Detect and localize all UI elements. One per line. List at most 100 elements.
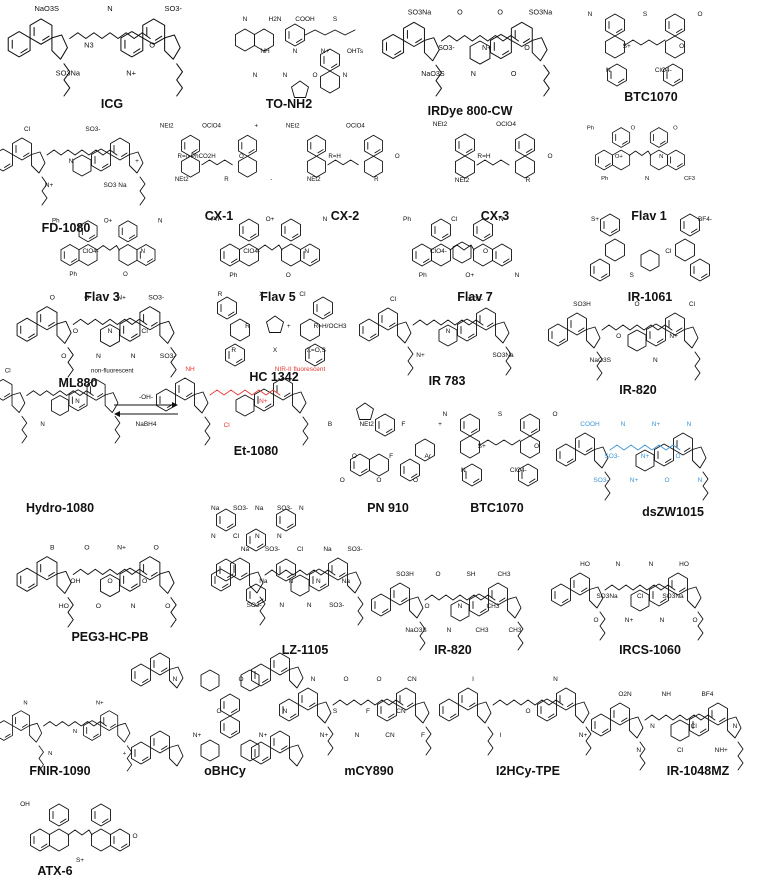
compound-label: FD-1080 — [42, 221, 91, 235]
atom-label: O — [673, 125, 678, 131]
atom-label: N+ — [416, 352, 425, 359]
atom-label: O — [238, 676, 243, 683]
atom-label: N+ — [482, 44, 491, 52]
atom-label: SO3Na — [492, 352, 514, 359]
compound-label: IRDye 800-CW — [428, 104, 513, 118]
atom-label: N — [96, 353, 101, 360]
atom-label: SO3- — [148, 294, 164, 301]
atom-label: SO3- — [165, 4, 183, 13]
atom-label: SO3- — [265, 546, 280, 553]
atom-label: Cl — [224, 422, 231, 429]
atom-label: ClO4- — [510, 467, 527, 474]
atom-label: N — [515, 272, 520, 279]
atom-label: NEt2 — [433, 121, 448, 128]
atom-label: N+ — [641, 453, 650, 460]
atom-label: O — [534, 443, 539, 450]
atom-label: O — [73, 328, 78, 335]
atom-label: N — [304, 248, 309, 255]
atom-label: ClO4- — [243, 248, 260, 255]
compound-label: oBHCy — [204, 764, 246, 778]
atom-label: - — [270, 176, 272, 183]
atom-label: NEt2 — [175, 176, 189, 183]
atom-label: O — [435, 571, 440, 578]
atom-label: Ph — [403, 216, 411, 223]
atom-label: N — [23, 700, 27, 706]
atom-label: O — [395, 153, 400, 160]
atom-label: R=H — [328, 153, 341, 160]
atom-label: S+ — [591, 216, 599, 223]
atom-label: I — [500, 732, 502, 739]
atom-label: NaO3S — [590, 357, 612, 364]
atom-label: ClO4- — [430, 248, 447, 255]
compound-label: dsZW1015 — [642, 505, 704, 519]
atom-label: N — [698, 477, 703, 484]
atom-label: NaO3S — [35, 4, 60, 13]
atom-label: O — [552, 411, 557, 418]
compound-label: Et-1080 — [234, 444, 279, 458]
atom-label: + — [255, 123, 259, 130]
atom-label: + — [123, 751, 127, 757]
compound-label: IRCS-1060 — [619, 643, 681, 657]
compound-label: IR 783 — [429, 374, 466, 388]
atom-label: N+ — [193, 732, 202, 739]
atom-label: N — [283, 708, 288, 715]
atom-label: O — [692, 617, 697, 624]
atom-label: N — [311, 676, 316, 683]
atom-label: Cl — [24, 126, 31, 133]
atom-label: O — [631, 125, 636, 131]
atom-label: O — [352, 453, 357, 460]
atom-label: Na — [241, 546, 250, 553]
atom-label: N+ — [259, 398, 268, 405]
compound-label: FNIR-1090 — [29, 764, 90, 778]
atom-label: Na — [259, 578, 268, 585]
atom-label: NH+ — [715, 747, 728, 754]
atom-label: HO — [679, 561, 689, 568]
atom-label: O — [84, 294, 89, 301]
atom-label: O — [132, 833, 137, 840]
atom-label: N+ — [579, 732, 588, 739]
atom-label: N+ — [45, 182, 54, 189]
compound-label: mCY890 — [344, 764, 393, 778]
atom-label: O — [616, 333, 621, 340]
atom-label: Na — [342, 578, 351, 585]
atom-label: NEt2 — [359, 421, 374, 428]
atom-label: + — [287, 323, 291, 330]
compound-label: IR-820 — [619, 383, 657, 397]
atom-label: N+ — [117, 294, 126, 301]
atom-label: O — [413, 477, 418, 484]
atom-label: O — [424, 603, 429, 610]
atom-label: OH — [70, 578, 80, 585]
atom-label: Cl — [390, 296, 397, 303]
atom-label: N — [653, 357, 658, 364]
atom-label: O — [142, 578, 147, 585]
atom-label: N — [211, 533, 216, 540]
atom-label: SO3Na — [529, 9, 552, 17]
atom-label: SO3 Na — [103, 182, 127, 189]
atom-label: R=o-PhCO2H — [178, 153, 216, 160]
atom-label: X=O,S — [307, 347, 327, 354]
atom-label: N — [40, 421, 44, 428]
atom-label: Cl — [689, 301, 696, 308]
atom-label: O — [286, 272, 291, 279]
atom-label: Na — [211, 505, 220, 512]
atom-label: O — [675, 453, 680, 460]
atom-label: N — [75, 398, 79, 405]
atom-label: Ph — [419, 272, 427, 279]
